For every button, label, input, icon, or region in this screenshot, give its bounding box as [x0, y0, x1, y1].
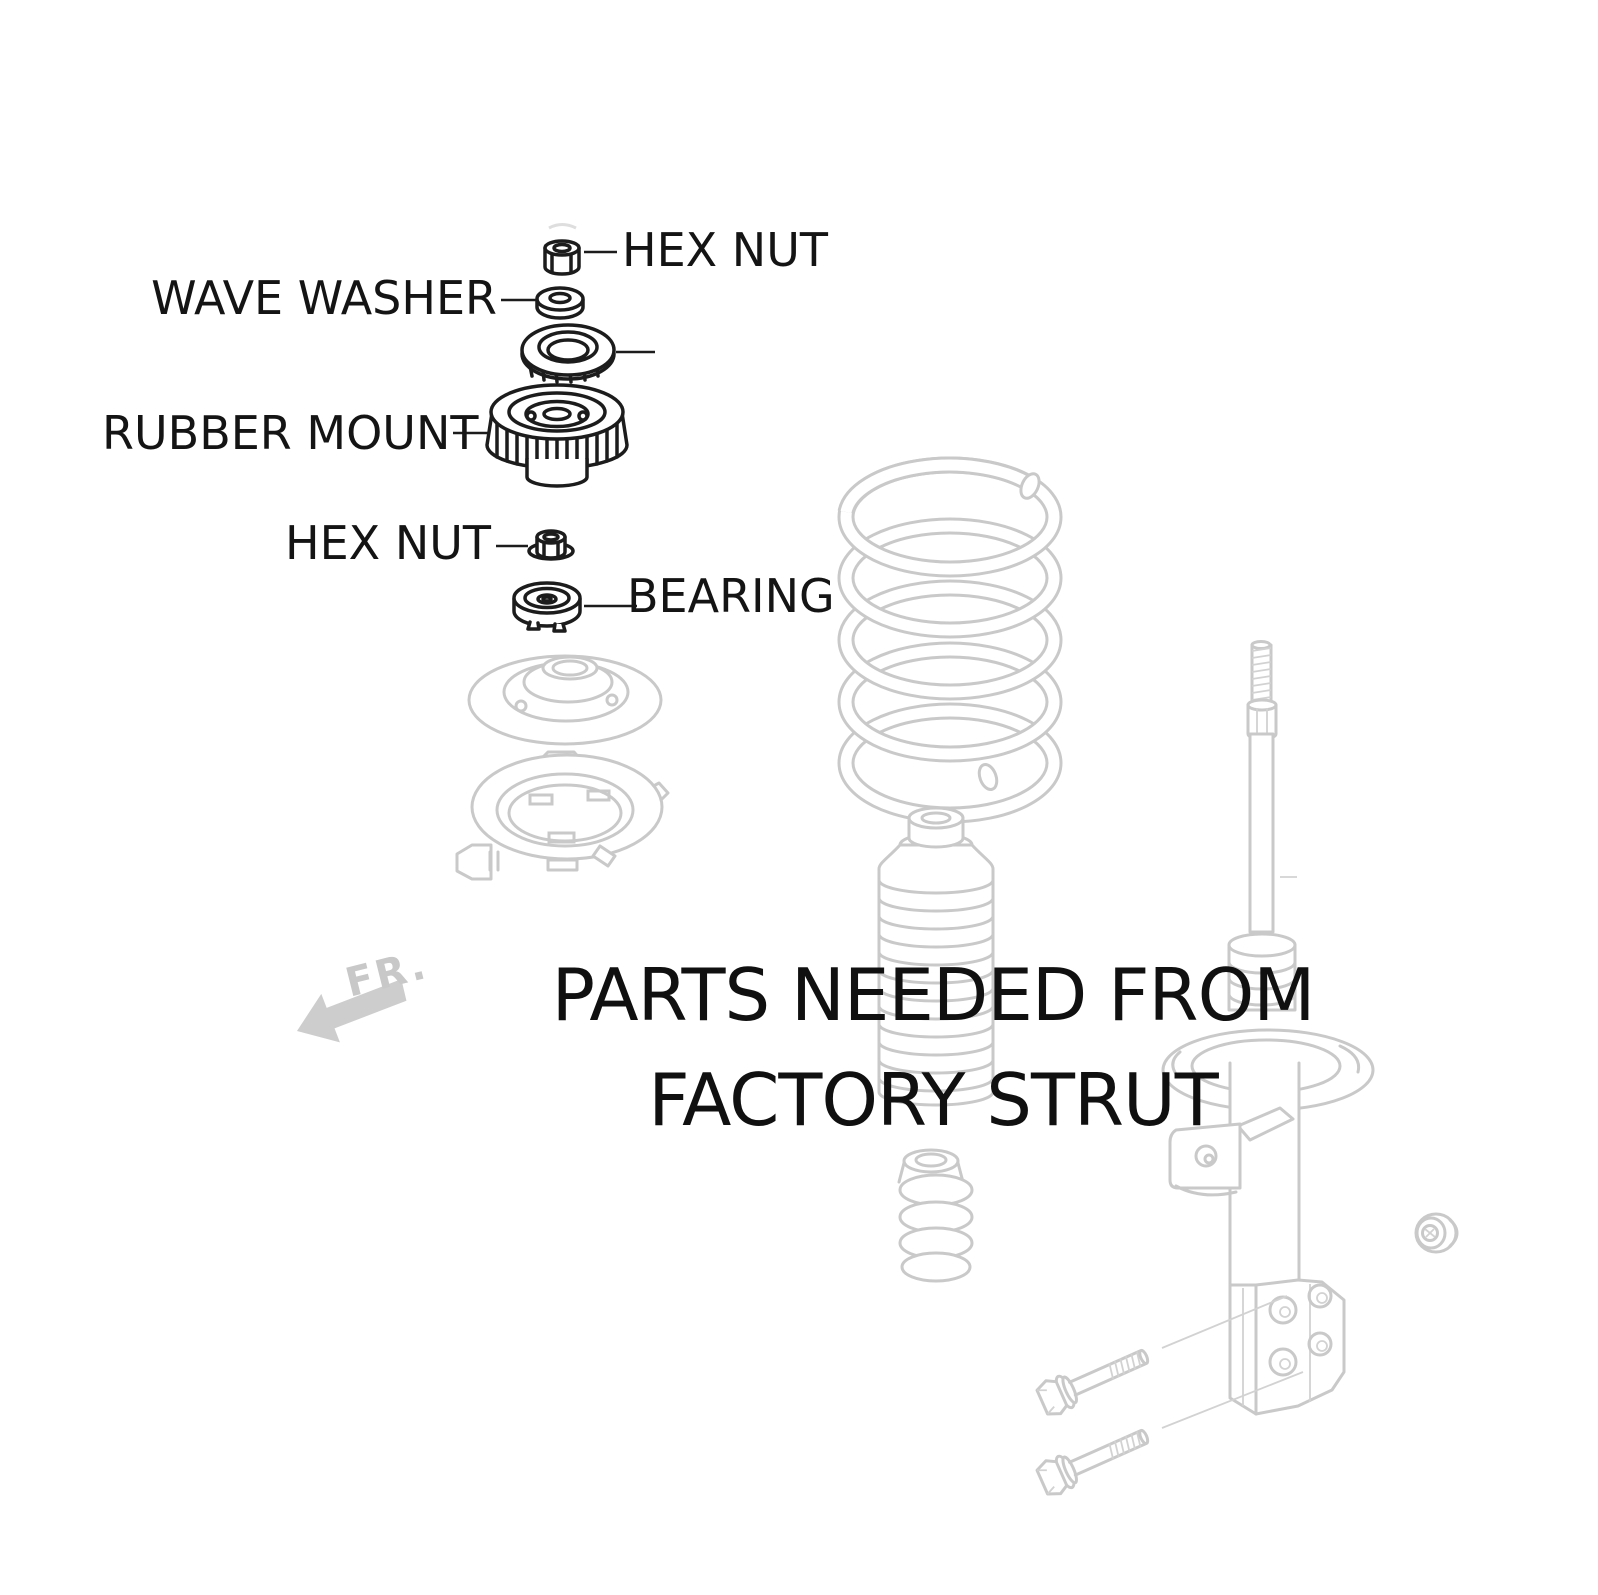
caption-line-1: PARTS NEEDED FROM: [551, 953, 1316, 1037]
caption: PARTS NEEDED FROM FACTORY STRUT: [433, 943, 1433, 1153]
label-hex-nut-top: HEX NUT: [622, 223, 828, 277]
rubber-mount-drawing: [485, 383, 629, 488]
lower-spring-seat-drawing: [455, 750, 670, 881]
bolt-pointer-line: [1161, 1295, 1288, 1349]
strut-bolt-drawing: [1035, 1428, 1150, 1496]
label-wave-washer: WAVE WASHER: [151, 271, 497, 325]
flange-nut-drawing: [1414, 1212, 1459, 1254]
strut-body-drawing: [1161, 640, 1375, 1416]
label-rubber-mount: RUBBER MOUNT: [102, 406, 479, 460]
dust-boot-drawing: [877, 806, 995, 1107]
upper-spring-seat-drawing: [467, 654, 663, 746]
caption-line-2: FACTORY STRUT: [648, 1058, 1218, 1142]
bearing-drawing: [512, 581, 582, 633]
hex-nut-top-drawing: [543, 223, 581, 276]
hex-nut-lower-drawing: [527, 529, 575, 561]
wave-washer-drawing: [535, 286, 585, 320]
bump-stop-drawing: [897, 1148, 974, 1283]
bolt-pointer-line: [1161, 1371, 1304, 1429]
retainer-cap-drawing: [520, 323, 616, 384]
label-hex-nut-lower: HEX NUT: [285, 516, 491, 570]
label-bearing: BEARING: [627, 569, 835, 623]
coil-spring-drawing: [837, 456, 1063, 824]
strut-bolt-drawing: [1035, 1348, 1150, 1416]
fr-direction-arrow: [297, 979, 407, 1043]
